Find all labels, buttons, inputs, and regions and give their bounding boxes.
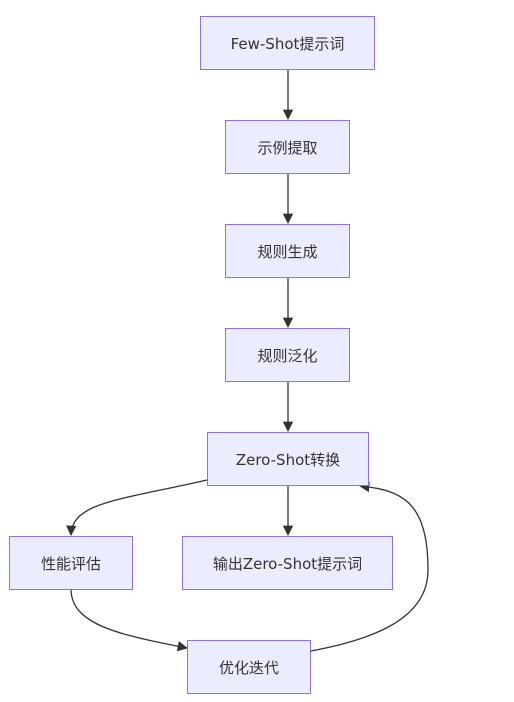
edge-optimize-to-zero-shot <box>310 481 429 652</box>
node-zero-shot-conversion: Zero-Shot转换 <box>207 432 369 486</box>
node-rule-generation: 规则生成 <box>225 224 350 278</box>
node-output-zero-shot-prompt: 输出Zero-Shot提示词 <box>182 536 393 590</box>
node-example-extraction: 示例提取 <box>225 120 350 174</box>
edge-zero-shot-to-perf-eval <box>66 479 208 537</box>
node-optimization-iteration: 优化迭代 <box>187 640 311 694</box>
node-performance-evaluation: 性能评估 <box>9 536 133 590</box>
edge-perf-eval-to-optimize <box>70 589 189 652</box>
node-rule-generalization: 规则泛化 <box>225 328 350 382</box>
node-few-shot-prompt: Few-Shot提示词 <box>200 16 375 70</box>
